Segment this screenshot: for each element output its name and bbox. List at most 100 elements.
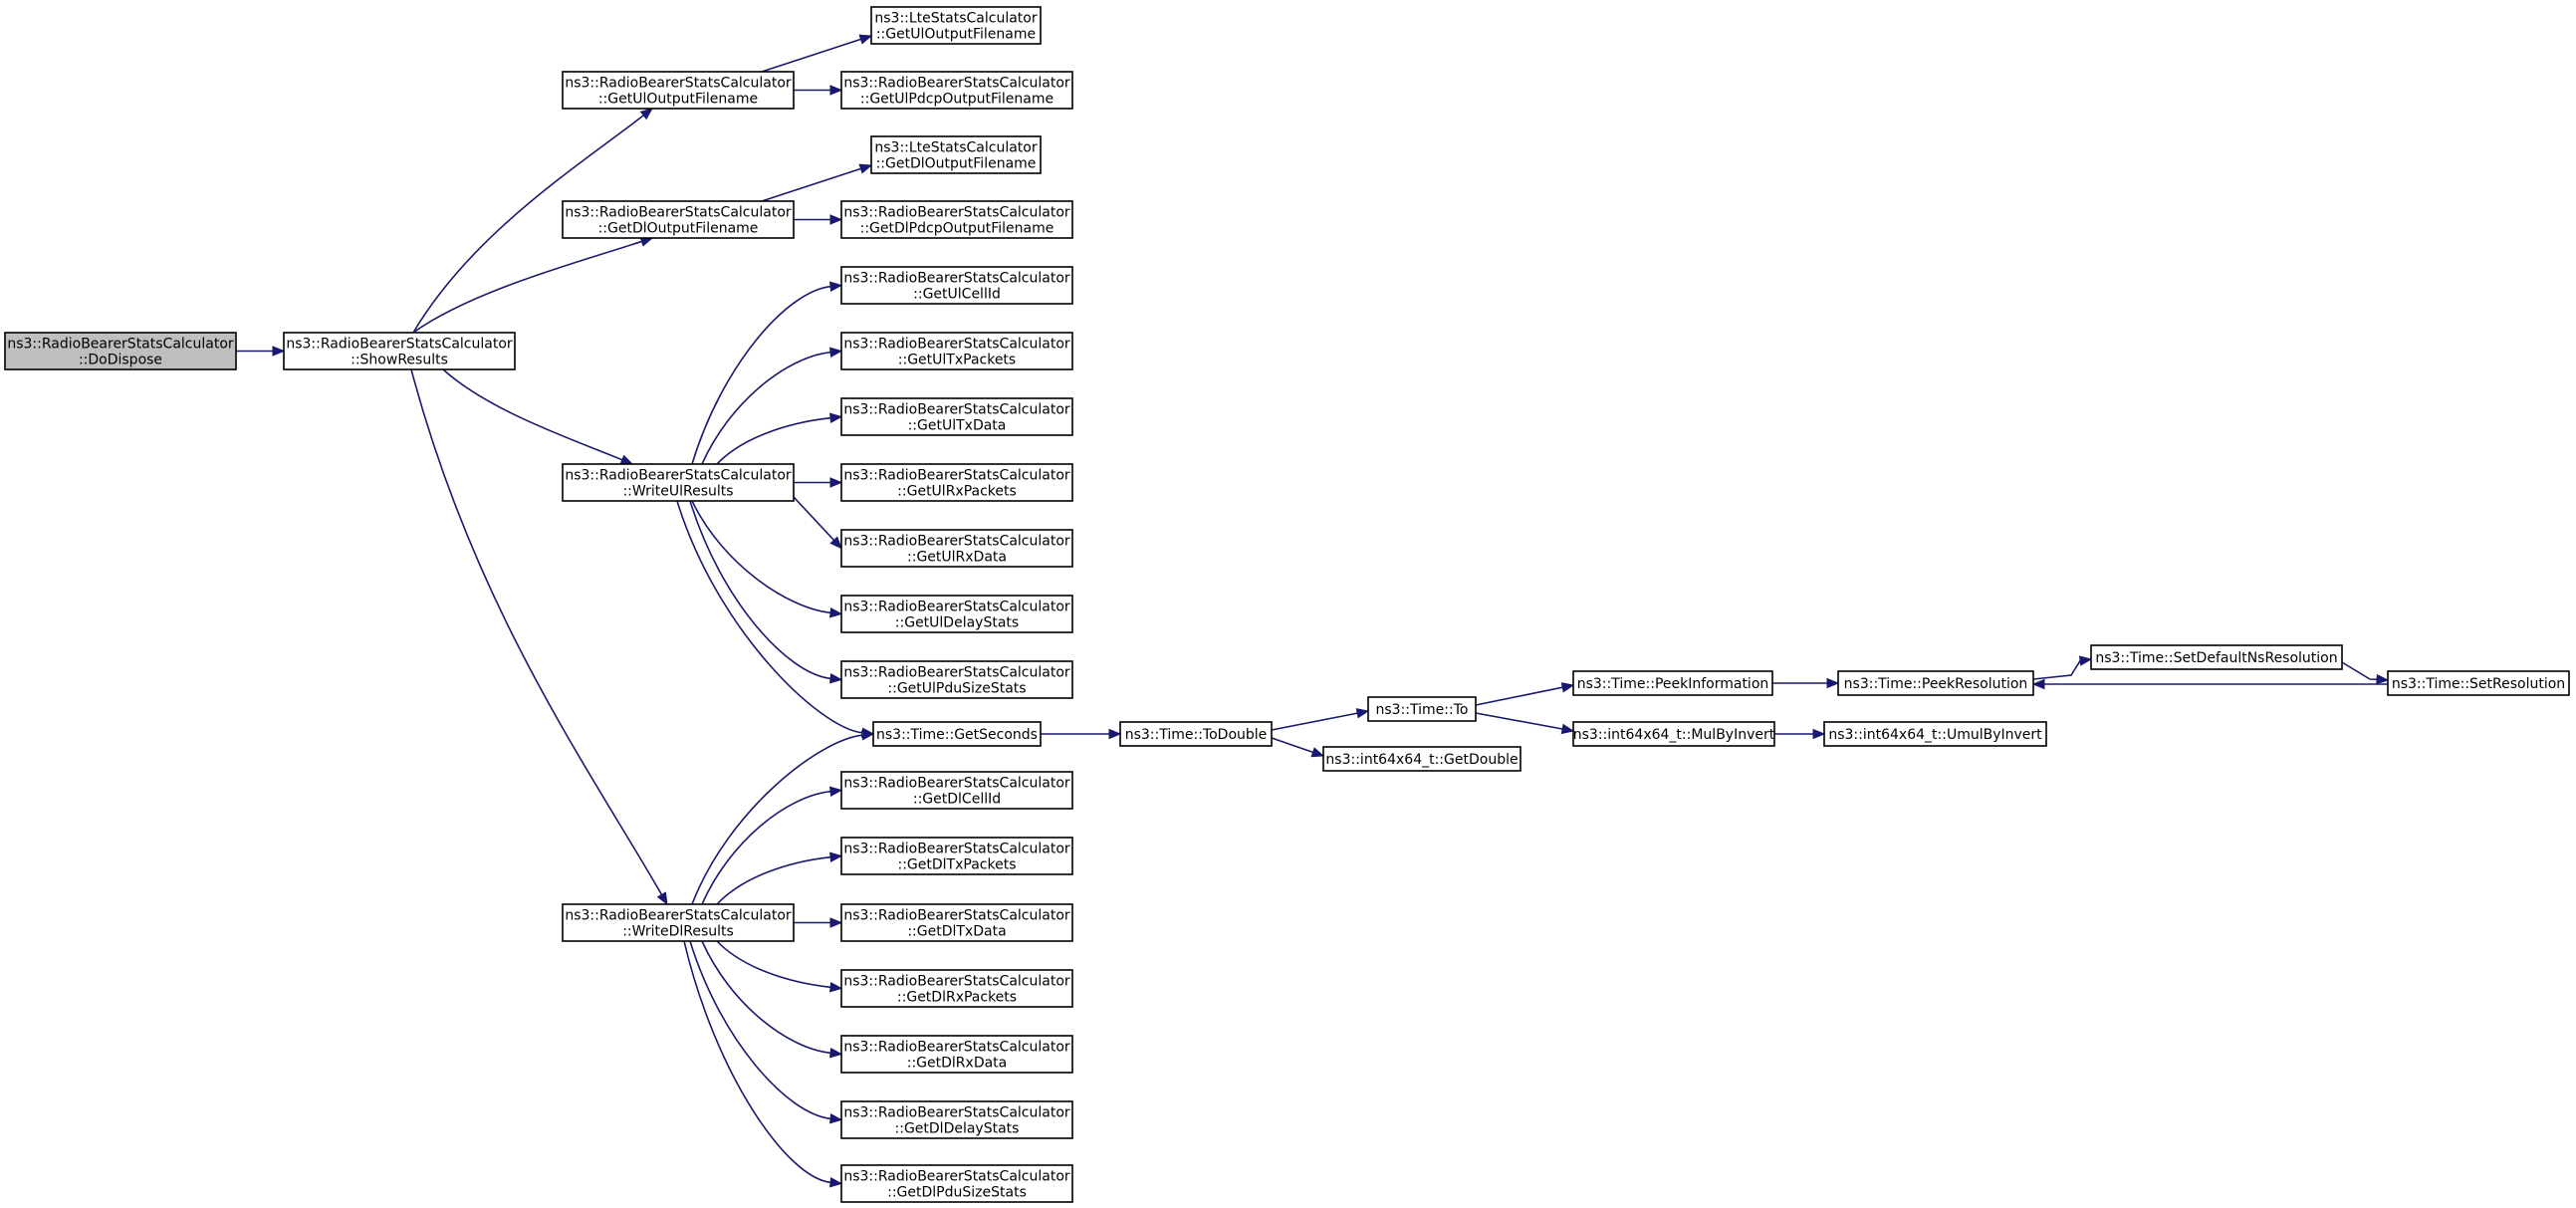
node-mulbyinvert[interactable]: ns3::int64x64_t::MulByInvert <box>1572 721 1775 747</box>
node-writeulresults[interactable]: ns3::RadioBearerStatsCalculator::WriteUl… <box>562 463 795 502</box>
node-lte_getdloutputfilename[interactable]: ns3::LteStatsCalculator::GetDlOutputFile… <box>870 135 1042 174</box>
node-box[interactable] <box>4 332 237 370</box>
node-todouble[interactable]: ns3::Time::ToDouble <box>1119 721 1273 747</box>
node-getdouble[interactable]: ns3::int64x64_t::GetDouble <box>1322 746 1522 772</box>
node-box[interactable] <box>2387 670 2570 696</box>
node-getulpdcpoutputfilename[interactable]: ns3::RadioBearerStatsCalculator::GetUlPd… <box>840 71 1073 110</box>
edge-writedlresults-to-getseconds-arrowhead <box>860 730 875 741</box>
node-label: ::GetDlPdcpOutputFilename <box>860 221 1054 237</box>
node-label: ns3::Time::PeekInformation <box>1577 676 1769 692</box>
nodes-layer: ns3::RadioBearerStatsCalculator::DoDispo… <box>4 6 2570 1203</box>
node-label: ns3::RadioBearerStatsCalculator <box>565 468 792 484</box>
node-peekinformation[interactable]: ns3::Time::PeekInformation <box>1572 670 1773 696</box>
edge-showresults-to-getdloutputfilename <box>412 240 642 334</box>
node-getulrxpackets[interactable]: ns3::RadioBearerStatsCalculator::GetUlRx… <box>840 463 1073 502</box>
node-box[interactable] <box>840 660 1073 699</box>
node-getulpdusizestats[interactable]: ns3::RadioBearerStatsCalculator::GetUlPd… <box>840 660 1073 699</box>
node-getdltxdata[interactable]: ns3::RadioBearerStatsCalculator::GetDlTx… <box>840 903 1073 942</box>
node-label: ns3::RadioBearerStatsCalculator <box>565 76 792 92</box>
node-box[interactable] <box>1837 670 2034 696</box>
node-box[interactable] <box>2090 644 2343 670</box>
node-getultxpackets[interactable]: ns3::RadioBearerStatsCalculator::GetUlTx… <box>840 332 1073 370</box>
node-writedlresults[interactable]: ns3::RadioBearerStatsCalculator::WriteDl… <box>562 903 795 942</box>
node-box[interactable] <box>840 595 1073 633</box>
edge-writedlresults-to-getdltxdata-arrowhead <box>829 917 843 928</box>
node-dodispose[interactable]: ns3::RadioBearerStatsCalculator::DoDispo… <box>4 332 237 370</box>
node-box[interactable] <box>562 463 795 502</box>
node-getdlpdcpoutputfilename[interactable]: ns3::RadioBearerStatsCalculator::GetDlPd… <box>840 200 1073 239</box>
edge-to-to-mulbyinvert-arrowhead <box>1560 723 1575 735</box>
node-box[interactable] <box>1572 670 1773 696</box>
node-box[interactable] <box>840 837 1073 875</box>
node-box[interactable] <box>840 463 1073 502</box>
node-umulbyinvert[interactable]: ns3::int64x64_t::UmulByInvert <box>1823 721 2047 747</box>
node-getulcellid[interactable]: ns3::RadioBearerStatsCalculator::GetUlCe… <box>840 266 1073 305</box>
node-showresults[interactable]: ns3::RadioBearerStatsCalculator::ShowRes… <box>283 332 516 370</box>
node-label: ::GetUlRxData <box>907 550 1007 566</box>
edge-writeulresults-to-getuldelaystats-arrowhead <box>828 607 843 618</box>
node-getulrxdata[interactable]: ns3::RadioBearerStatsCalculator::GetUlRx… <box>840 529 1073 568</box>
node-getdldelaystats[interactable]: ns3::RadioBearerStatsCalculator::GetDlDe… <box>840 1100 1073 1139</box>
node-box[interactable] <box>840 71 1073 110</box>
node-box[interactable] <box>872 721 1042 747</box>
node-box[interactable] <box>1572 721 1775 747</box>
node-box[interactable] <box>840 266 1073 305</box>
node-label: ns3::Time::To <box>1376 702 1469 718</box>
node-getdlrxpackets[interactable]: ns3::RadioBearerStatsCalculator::GetDlRx… <box>840 969 1073 1008</box>
node-box[interactable] <box>840 332 1073 370</box>
node-getdlrxdata[interactable]: ns3::RadioBearerStatsCalculator::GetDlRx… <box>840 1035 1073 1074</box>
node-label: ns3::int64x64_t::UmulByInvert <box>1828 727 2042 743</box>
edge-writeulresults-to-getultxdata <box>716 416 831 465</box>
node-box[interactable] <box>283 332 516 370</box>
node-box[interactable] <box>1322 746 1522 772</box>
node-box[interactable] <box>562 903 795 942</box>
edge-writedlresults-to-getdlrxdata-arrowhead <box>828 1048 843 1059</box>
node-setresolution[interactable]: ns3::Time::SetResolution <box>2387 670 2570 696</box>
edge-getdloutputfilename-to-lte_getdloutputfilename <box>761 167 861 202</box>
node-box[interactable] <box>562 71 795 110</box>
node-getuloutputfilename[interactable]: ns3::RadioBearerStatsCalculator::GetUlOu… <box>562 71 795 110</box>
node-to[interactable]: ns3::Time::To <box>1367 696 1477 722</box>
node-box[interactable] <box>840 969 1073 1008</box>
node-box[interactable] <box>870 135 1042 174</box>
edge-showresults-to-getuloutputfilename-arrowhead <box>639 108 654 121</box>
node-label: ::GetUlOutputFilename <box>598 92 758 108</box>
node-box[interactable] <box>840 1164 1073 1203</box>
node-box[interactable] <box>840 1100 1073 1139</box>
node-label: ::GetUlPduSizeStats <box>887 681 1026 697</box>
node-getdlpdusizestats[interactable]: ns3::RadioBearerStatsCalculator::GetDlPd… <box>840 1164 1073 1203</box>
node-label: ns3::RadioBearerStatsCalculator <box>843 974 1070 990</box>
edge-writedlresults-to-getdlpdusizestats-arrowhead <box>828 1177 843 1188</box>
node-label: ns3::int64x64_t::MulByInvert <box>1573 727 1775 743</box>
edge-writedlresults-to-getseconds <box>691 734 863 905</box>
node-box[interactable] <box>1823 721 2047 747</box>
node-box[interactable] <box>1119 721 1273 747</box>
node-box[interactable] <box>840 200 1073 239</box>
node-lte_getuloutputfilename[interactable]: ns3::LteStatsCalculator::GetUlOutputFile… <box>870 6 1042 45</box>
node-getseconds[interactable]: ns3::Time::GetSeconds <box>872 721 1042 747</box>
node-box[interactable] <box>840 903 1073 942</box>
node-box[interactable] <box>840 771 1073 810</box>
node-getultxdata[interactable]: ns3::RadioBearerStatsCalculator::GetUlTx… <box>840 397 1073 436</box>
node-box[interactable] <box>1367 696 1477 722</box>
node-getdloutputfilename[interactable]: ns3::RadioBearerStatsCalculator::GetDlOu… <box>562 200 795 239</box>
node-box[interactable] <box>840 529 1073 568</box>
node-box[interactable] <box>562 200 795 239</box>
node-getuldelaystats[interactable]: ns3::RadioBearerStatsCalculator::GetUlDe… <box>840 595 1073 633</box>
node-box[interactable] <box>840 1035 1073 1074</box>
node-getdltxpackets[interactable]: ns3::RadioBearerStatsCalculator::GetDlTx… <box>840 837 1073 875</box>
node-label: ::WriteUlResults <box>622 484 733 500</box>
node-label: ns3::RadioBearerStatsCalculator <box>843 600 1070 615</box>
node-peekresolution[interactable]: ns3::Time::PeekResolution <box>1837 670 2034 696</box>
node-getdlcellid[interactable]: ns3::RadioBearerStatsCalculator::GetDlCe… <box>840 771 1073 810</box>
node-label: ns3::RadioBearerStatsCalculator <box>843 468 1070 484</box>
node-setdefaultnsresolution[interactable]: ns3::Time::SetDefaultNsResolution <box>2090 644 2343 670</box>
node-box[interactable] <box>840 397 1073 436</box>
edge-writedlresults-to-getdltxpackets <box>716 855 831 905</box>
node-label: ns3::RadioBearerStatsCalculator <box>843 534 1070 550</box>
edge-showresults-to-getuloutputfilename <box>412 115 644 334</box>
node-box[interactable] <box>870 6 1042 45</box>
node-label: ns3::RadioBearerStatsCalculator <box>286 337 513 353</box>
node-label: ns3::Time::SetDefaultNsResolution <box>2095 650 2337 666</box>
edge-showresults-to-writedlresults-arrowhead <box>656 891 668 906</box>
